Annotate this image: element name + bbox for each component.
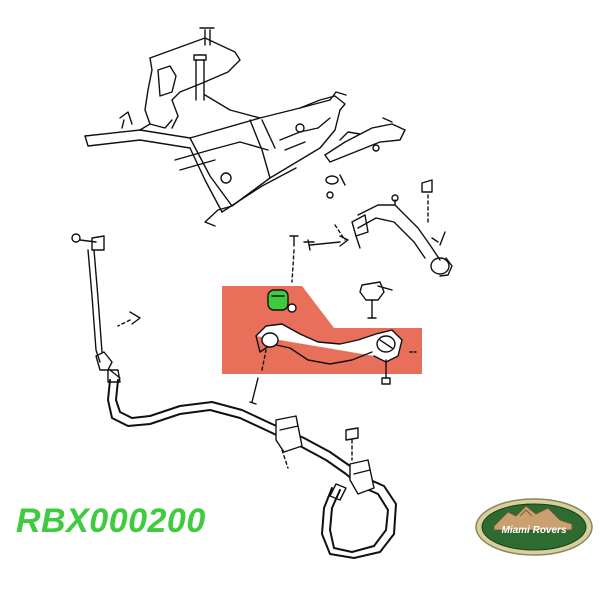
lower-control-arm [255, 323, 403, 385]
miami-rovers-logo [475, 498, 593, 556]
part-number-label: RBX000200 [16, 502, 206, 540]
fasteners [249, 235, 419, 405]
front-subframe [84, 27, 347, 227]
stabilizer-bar [107, 369, 397, 559]
ball-joint [359, 281, 393, 319]
stabilizer-link [71, 233, 141, 379]
logo-text: Miami Rovers [501, 525, 567, 536]
upper-bracket [324, 117, 406, 199]
upper-control-arm [303, 179, 453, 277]
lower-arm-bushing [267, 289, 297, 313]
mountain-icon [493, 505, 573, 531]
